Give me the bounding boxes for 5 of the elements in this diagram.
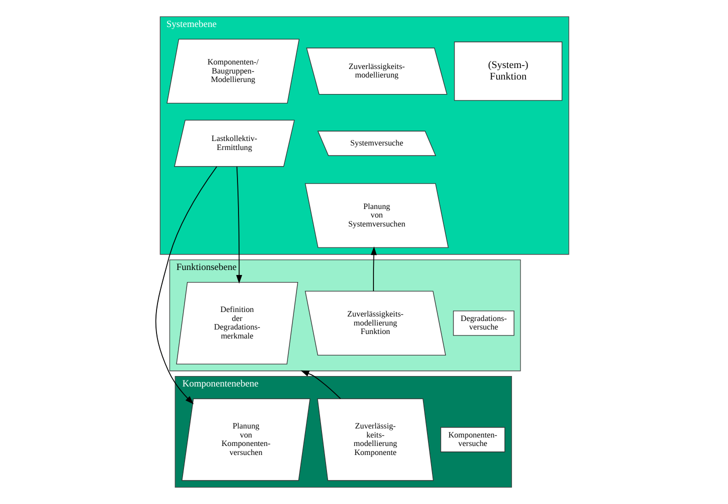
node-box: (System-) Funktion — [454, 42, 562, 101]
arrow — [236, 166, 242, 284]
arrow — [370, 246, 376, 292]
arrow — [154, 166, 217, 404]
arrow — [300, 370, 340, 400]
